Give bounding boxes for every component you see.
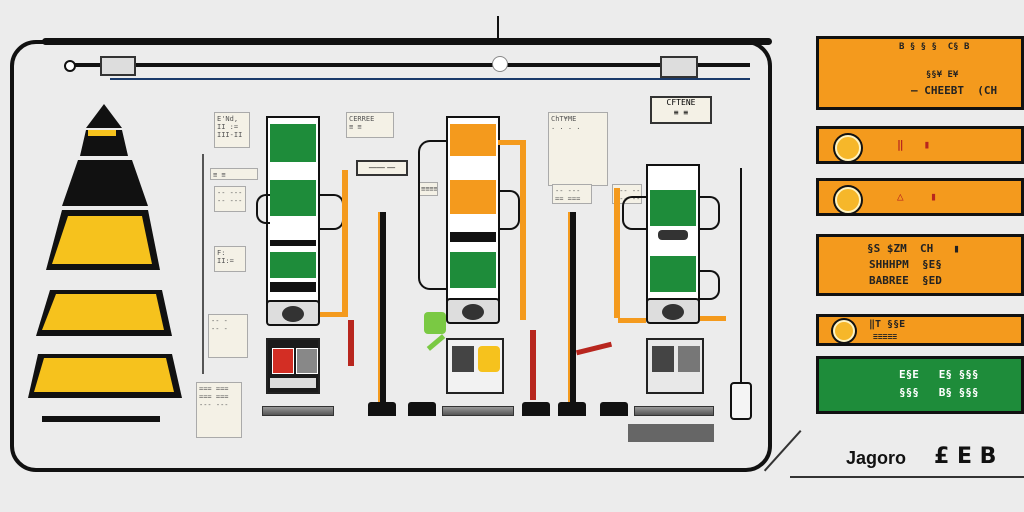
note-8: -- --- == === -- --: [552, 184, 592, 204]
tray-2: [442, 406, 514, 416]
right-panel-6-line-2: §§§ B§ §§§: [899, 386, 979, 399]
tower-2-arm: [498, 190, 520, 230]
footer-glyphs: £ E B: [934, 444, 997, 469]
tower-3-pipe-h: [618, 318, 646, 323]
tower-2-green-cap: [424, 312, 446, 334]
tray-3: [634, 406, 714, 416]
right-panel-4[interactable]: §S $ZM CH ▮ SHHHPM §E§ BABREE §ED: [816, 234, 1024, 296]
right-panel-2-line-1: ‖ ▮: [897, 138, 931, 151]
tower-3-arm-left: [622, 196, 648, 230]
tower-2-arm-left: [418, 140, 448, 290]
tower-3-pipe: [614, 188, 620, 318]
pole-1-base: [368, 402, 396, 416]
note-1: E'Nd, II := III-II: [214, 112, 250, 148]
right-panel-5[interactable]: ‖T §§E ≡≡≡≡≡: [816, 314, 1024, 346]
screen-3[interactable]: [646, 338, 704, 394]
callout-1-sub: ≡ ≡: [673, 108, 689, 117]
right-panel-5-line-2: ≡≡≡≡≡: [873, 332, 898, 341]
note-3: -- --- -- ---: [214, 186, 246, 212]
stand-2: [522, 402, 550, 416]
tower-3-arm: [698, 196, 720, 230]
note-4: F: II:=: [214, 246, 246, 272]
right-panel-6[interactable]: E§E E§ §§§ §§§ B§ §§§: [816, 356, 1024, 414]
note-11: ≡ ≡ ≡ ≡: [210, 168, 258, 180]
rod-2: [530, 330, 536, 400]
callout-3: CHTTEE: [362, 162, 363, 163]
footer-divider: [790, 476, 1024, 478]
tower-3-arm-low: [698, 270, 720, 300]
callout-1: CFTENE ≡ ≡: [650, 96, 712, 124]
tower-2-pipe-top: [498, 140, 524, 145]
right-panel-3-line-1: △ ▮: [897, 190, 937, 203]
callout-2: —— —: [356, 160, 408, 176]
slider-end-left[interactable]: [64, 60, 76, 72]
right-panel-1-line-3: — CHEEBT (CH: [911, 84, 998, 97]
screen-icon[interactable]: [266, 338, 320, 394]
note-2: CERREE ≡ ≡: [346, 112, 394, 138]
pole-3-clamp[interactable]: [730, 382, 752, 420]
pole-2-base: [558, 402, 586, 416]
led-icon: [835, 135, 861, 161]
tower-1-arm: [318, 194, 344, 230]
slider-rail-lower: [110, 78, 750, 80]
right-panel-3[interactable]: △ ▮: [816, 178, 1024, 216]
right-panel-1-line-1: B § § § C§ B: [899, 42, 970, 52]
tower-2-base: [446, 298, 500, 324]
note-6: ChT¥ME . . . .: [548, 112, 608, 186]
slider-knob[interactable]: [492, 56, 508, 72]
pole-3: [740, 168, 742, 384]
pole-1: [378, 212, 386, 402]
led-icon-2: [835, 187, 861, 213]
led-icon-3: [833, 320, 855, 342]
rod-1: [348, 320, 354, 366]
right-panel-1[interactable]: B § § § C§ B §§¥ E¥ — CHEEBT (CH: [816, 36, 1024, 110]
tower-3-pipe-r: [700, 316, 726, 321]
stand-1: [408, 402, 436, 416]
tower-3-car: [658, 230, 688, 240]
right-panel-2[interactable]: ‖ ▮: [816, 126, 1024, 164]
tower-2-pipe: [520, 140, 526, 320]
slider-handle-right[interactable]: [660, 56, 698, 78]
footer-label: Jagoro: [846, 448, 907, 468]
right-panel-6-line-1: E§E E§ §§§: [899, 368, 979, 381]
screen-2[interactable]: [446, 338, 504, 394]
tower-1-pipe-h: [320, 312, 348, 317]
pole-2: [568, 212, 576, 402]
tower-1: [266, 116, 320, 310]
tower-3-base: [646, 298, 700, 324]
tower-1-base: [266, 300, 320, 326]
right-panel-4-line-2: SHHHPM §E§: [869, 258, 942, 271]
note-7: === === === === --- ---: [196, 382, 242, 438]
hanger-wire: [202, 154, 204, 374]
callout-1-text: CFTENE: [666, 98, 696, 107]
tower-1-pipe: [342, 170, 348, 316]
antenna: [497, 16, 499, 44]
bottom-block: [628, 424, 714, 442]
slider-handle-left[interactable]: [100, 56, 136, 76]
tower-2: [446, 116, 500, 306]
note-5: -- - -- -: [208, 314, 248, 358]
top-rail: [42, 38, 772, 45]
right-panel-5-line-1: ‖T §§E: [869, 319, 906, 330]
tower-1-arm-left: [256, 194, 270, 224]
slider-rail[interactable]: [70, 63, 750, 67]
tray-1: [262, 406, 334, 416]
right-panel-4-line-1: §S $ZM CH ▮: [867, 242, 960, 255]
right-panel-4-line-3: BABREE §ED: [869, 274, 942, 287]
right-panel-1-line-2: §§¥ E¥: [915, 70, 959, 80]
stand-3: [600, 402, 628, 416]
